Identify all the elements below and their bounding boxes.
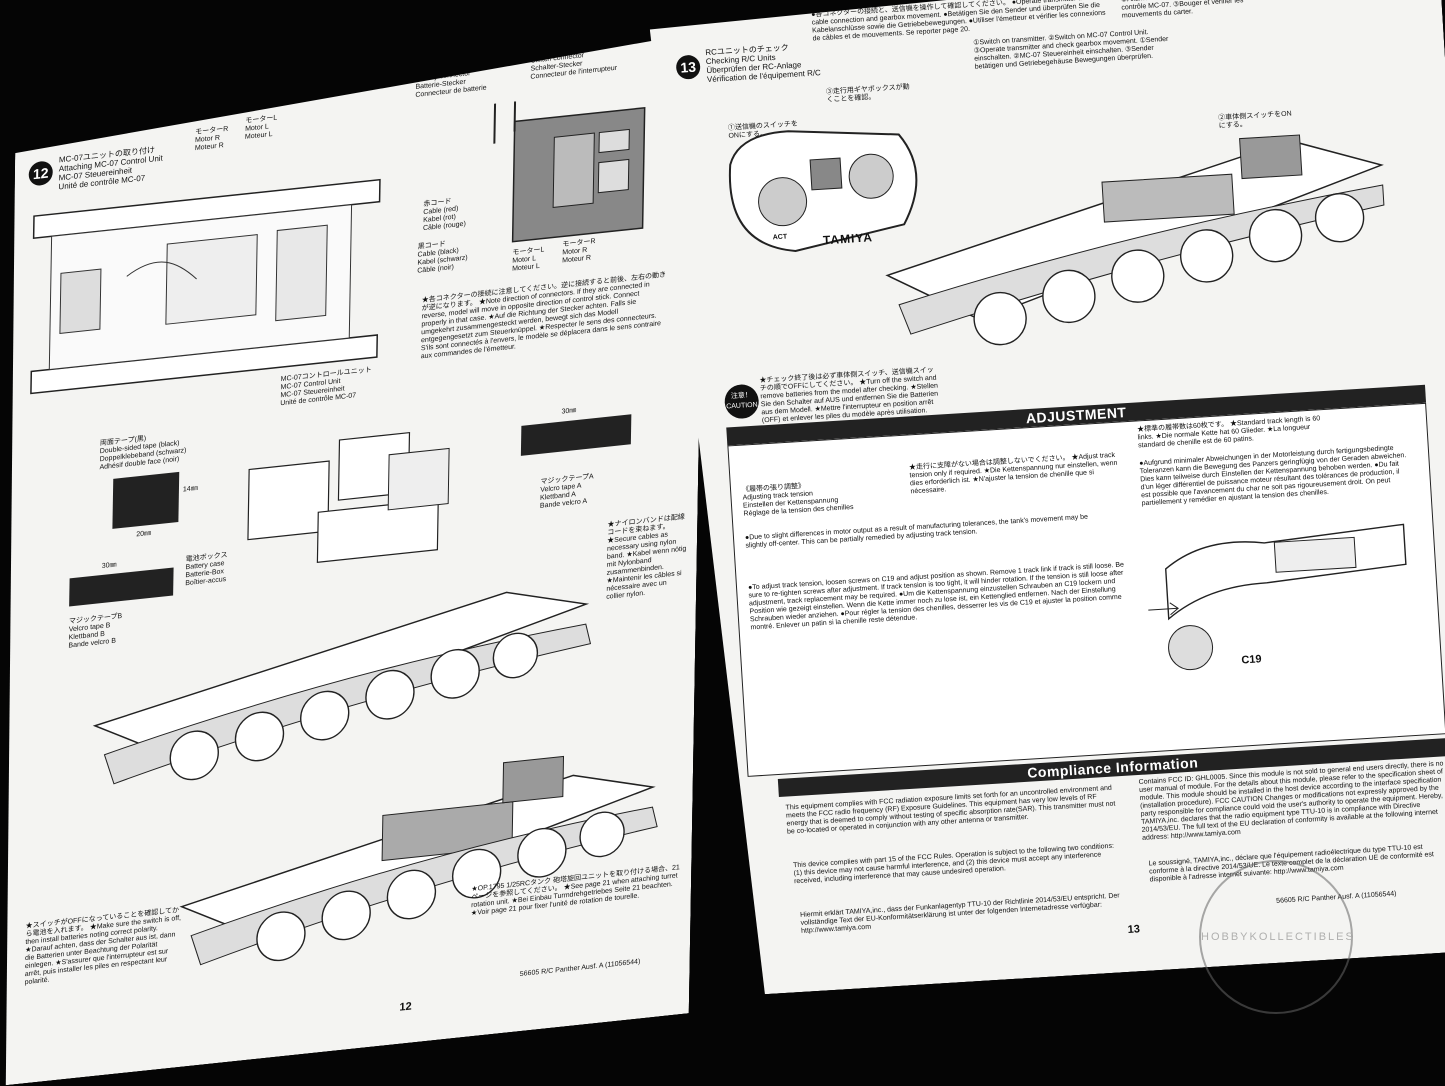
compliance-left-3: Hiermit erklärt TAMIYA,inc., dass der Fu…	[799, 892, 1120, 935]
step-12-badge: 12	[29, 160, 53, 187]
control-unit-closeup	[482, 87, 655, 255]
caution-badge: 注意！ CAUTION	[724, 384, 760, 420]
nylon-band-note: ★ナイロンバンドは配線コードを束ねます。 ★Secure cables as n…	[606, 513, 687, 601]
velcro-b-swatch	[69, 567, 173, 606]
left-page: 12 MC-07ユニットの取り付け Attaching MC-07 Contro…	[0, 31, 706, 1086]
tank-hull-drawing-2	[170, 735, 674, 1008]
dim-30mm-a: 30㎜	[561, 407, 577, 416]
dim-20mm: 20㎜	[136, 529, 152, 539]
watermark-stamp: HOBBYKOLLECTIBLES	[1199, 860, 1353, 1014]
tank-hull-drawing-1	[83, 562, 606, 817]
tank-hull-drawing-3	[869, 105, 1404, 396]
velcro-a-swatch	[521, 414, 632, 456]
compliance-right-1: Contains FCC ID: GHL0005. Since this mod…	[1138, 760, 1444, 842]
switch-off-note: ★スイッチがOFFになっていることを確認してから電池を入れます。 ★Make s…	[24, 906, 182, 987]
dim-30mm-b: 30㎜	[101, 561, 117, 571]
middle-steps: ①Switch on transmitter. ②Switch on MC-07…	[973, 29, 1169, 71]
gearbox-check-label: ③走行用ギヤボックスが動くことを確認。	[825, 83, 910, 104]
right-steps-fr: ①Allumer l'émetteur. ②Allumer le boîtier…	[1121, 0, 1244, 20]
step-13-badge: 13	[675, 54, 700, 79]
connector-note: ★各コネクターの接続に注意してください。逆に接続すると前後、左右の動きが逆になり…	[420, 271, 667, 361]
step-13-title: RCユニットのチェック Checking R/C Units Überprüfe…	[705, 43, 822, 85]
battery-box-exploded	[227, 404, 490, 582]
c19-label: C19	[1241, 653, 1262, 667]
tape-black-swatch	[112, 472, 179, 529]
step-12-title: MC-07ユニットの取り付け Attaching MC-07 Control U…	[58, 145, 163, 192]
track-adjust-diagram	[1143, 514, 1422, 690]
dim-14mm: 14㎜	[182, 484, 198, 494]
double-sided-tape-label: 両面テープ(黒)Double-sided tape (black)Doppelk…	[99, 435, 187, 472]
chassis-top-view	[25, 169, 388, 407]
transmitter-drawing	[708, 113, 937, 276]
compliance-left-2: This device complies with part 15 of the…	[792, 842, 1115, 886]
right-page-number: 13	[1127, 923, 1141, 936]
right-page: 13 RCユニットのチェック Checking R/C Units Überpr…	[640, 0, 1445, 998]
act-logo: ACT	[772, 233, 788, 242]
left-page-number: 12	[399, 1000, 412, 1014]
